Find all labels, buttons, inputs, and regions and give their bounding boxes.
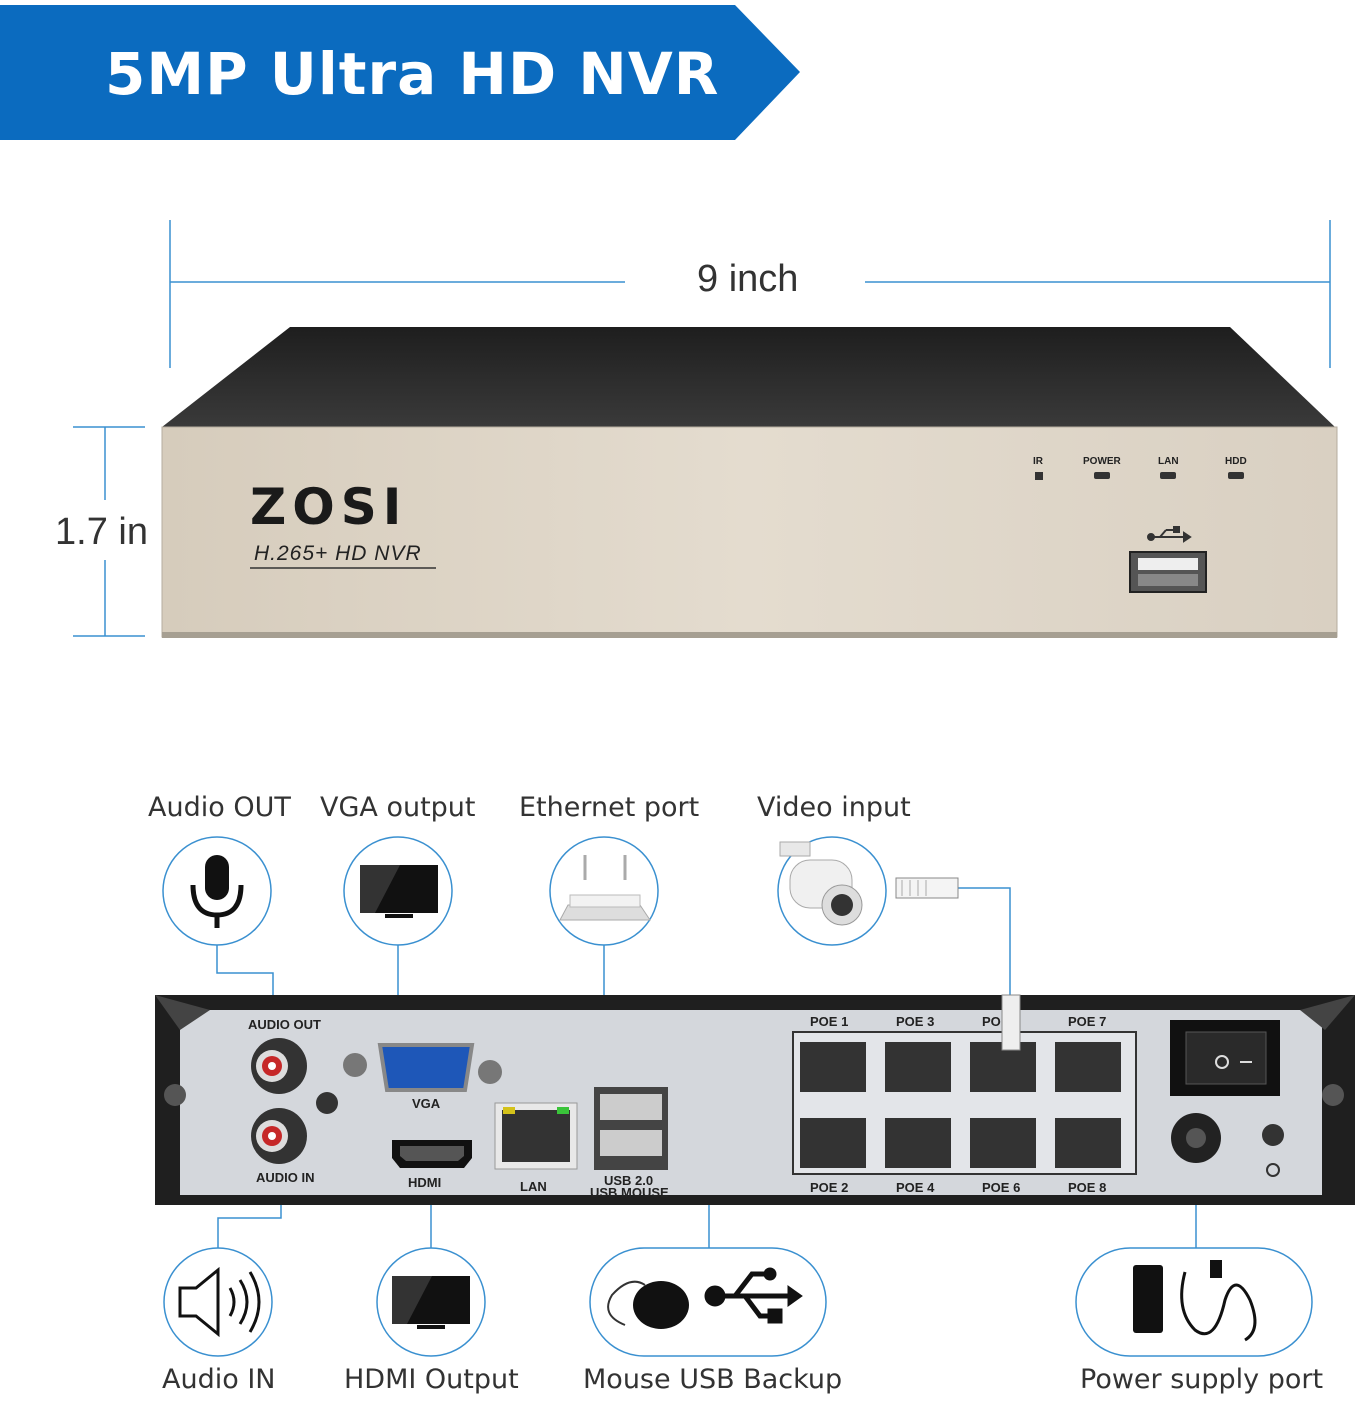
speaker-icon — [178, 1266, 261, 1338]
poe-label-4: POE 4 — [896, 1180, 935, 1195]
rear-hdmi-label: HDMI — [408, 1175, 441, 1190]
poe-label-1: POE 1 — [810, 1014, 848, 1029]
ethernet-cable-icon — [895, 877, 959, 899]
rear-usb-label-2: USB MOUSE — [590, 1185, 669, 1200]
indicator-hdd: HDD — [1225, 456, 1247, 467]
poe-label-2: POE 2 — [810, 1180, 848, 1195]
width-label: 9 inch — [697, 258, 799, 300]
microphone-icon — [190, 855, 244, 928]
rear-audio-out-label: AUDIO OUT — [248, 1017, 321, 1032]
rear-lan-label: LAN — [520, 1179, 547, 1194]
mouse-icon — [607, 1280, 689, 1329]
poe-label-3: POE 3 — [896, 1014, 934, 1029]
height-label: 1.7 in — [55, 511, 148, 553]
indicator-lan: LAN — [1158, 456, 1179, 467]
poe-label-7: POE 7 — [1068, 1014, 1106, 1029]
rear-usb-label-1: USB 2.0 — [604, 1173, 653, 1188]
callout-video-input: Video input — [757, 792, 911, 823]
indicator-ir: IR — [1033, 456, 1044, 467]
rear-audio-in-label: AUDIO IN — [256, 1170, 315, 1185]
poe-label-8: POE 8 — [1068, 1180, 1106, 1195]
power-adapter-icon — [1133, 1260, 1257, 1342]
model-label: H.265+ HD NVR — [254, 542, 422, 565]
callout-mouse-usb-backup: Mouse USB Backup — [583, 1364, 843, 1395]
callout-power-supply-port: Power supply port — [1080, 1364, 1324, 1395]
monitor-icon — [360, 865, 438, 918]
callout-ethernet-port: Ethernet port — [519, 792, 700, 823]
indicator-power: POWER — [1083, 456, 1122, 467]
rear-panel — [155, 994, 1355, 1205]
callout-hdmi-output: HDMI Output — [344, 1364, 519, 1395]
header-banner — [0, 5, 800, 140]
height-dimension — [73, 426, 145, 637]
usb-backup-icon — [704, 1267, 803, 1324]
callout-audio-in: Audio IN — [162, 1364, 276, 1395]
front-panel — [161, 327, 1338, 638]
callout-audio-out: Audio OUT — [148, 792, 291, 823]
page-title: 5MP Ultra HD NVR — [105, 40, 720, 108]
usb-icon — [1147, 526, 1192, 543]
router-icon — [559, 855, 651, 921]
rear-vga-label: VGA — [412, 1096, 441, 1111]
hdmi-monitor-icon — [392, 1276, 470, 1329]
poe-label-6: POE 6 — [982, 1180, 1020, 1195]
poe-label-5: PO — [982, 1014, 1001, 1029]
camera-icon — [779, 841, 863, 926]
callout-vga-output: VGA output — [320, 792, 476, 823]
brand-logo: ZOSI — [250, 478, 408, 536]
width-dimension — [169, 220, 1331, 368]
